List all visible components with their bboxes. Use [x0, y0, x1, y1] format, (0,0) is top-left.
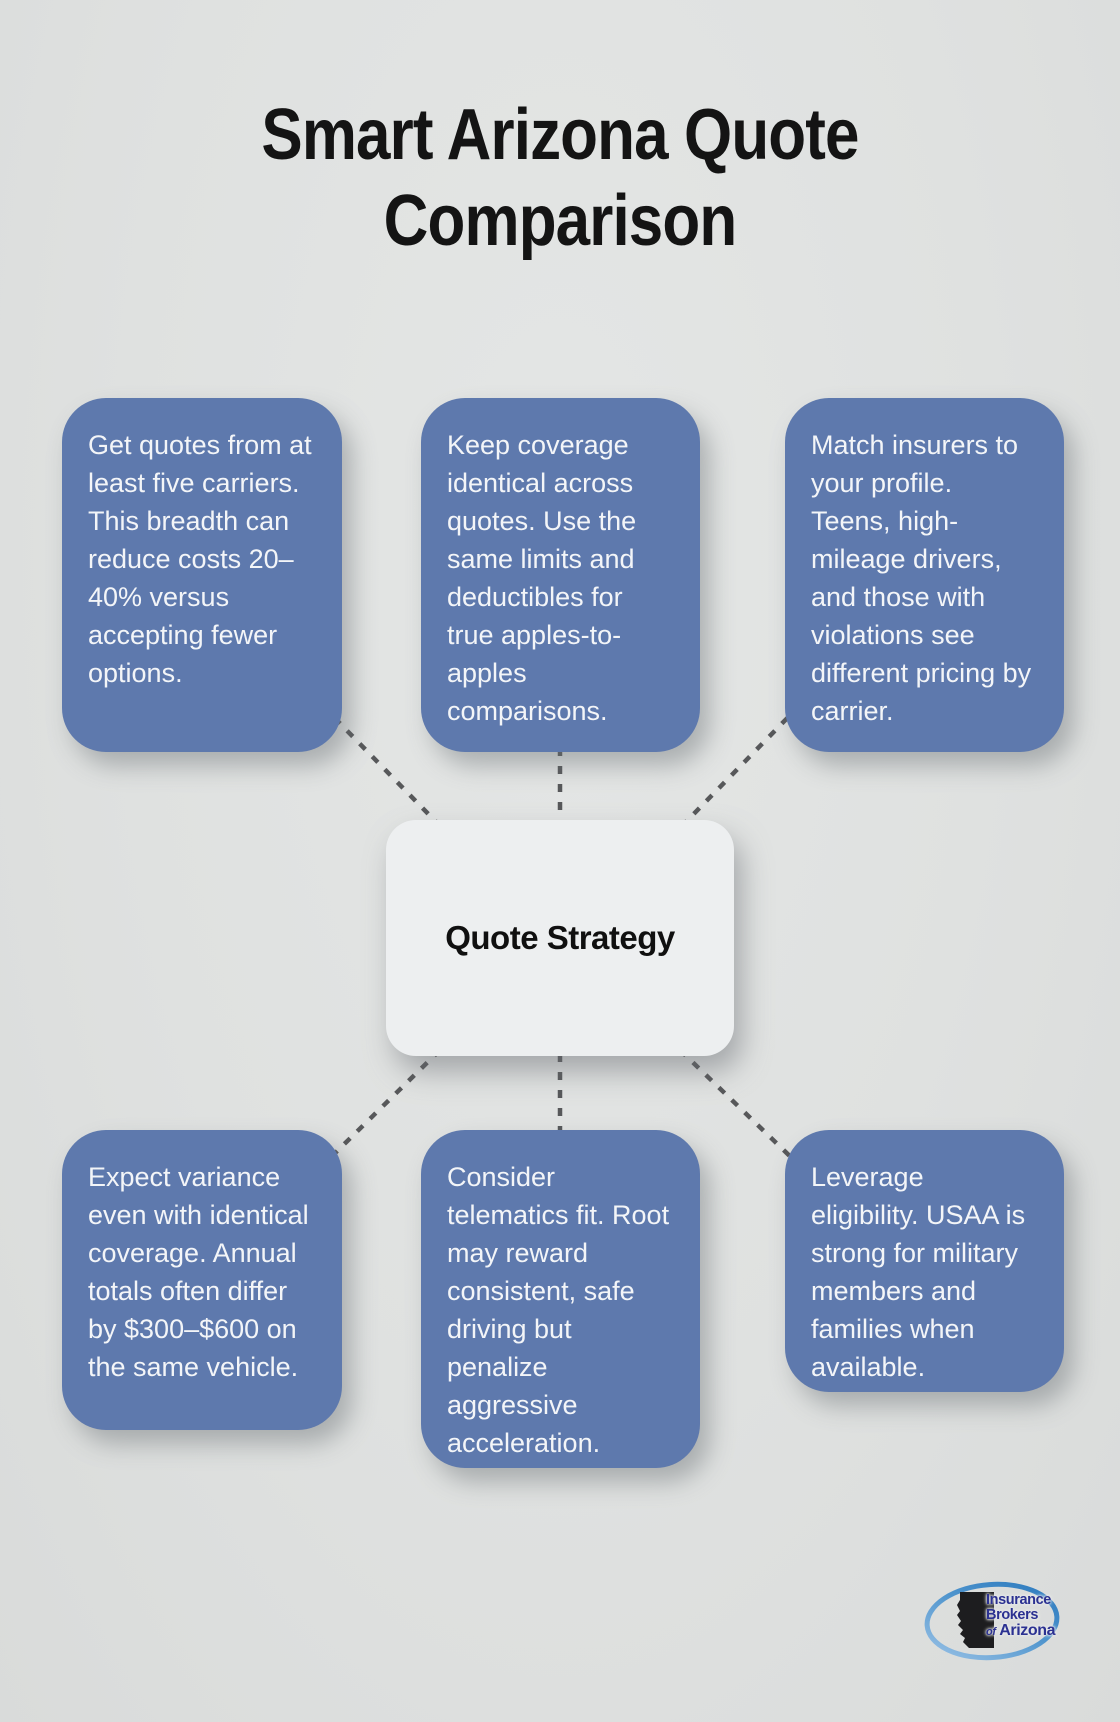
tip-card-text: Get quotes from at least five carriers. … — [88, 430, 312, 688]
central-node: Quote Strategy — [386, 820, 734, 1056]
tip-card-expect-variance: Expect variance even with identical cove… — [62, 1130, 342, 1430]
logo-line-3: of Arizona — [986, 1622, 1056, 1640]
tip-card-text: Consider telematics fit. Root may reward… — [447, 1162, 670, 1458]
page-title: Smart Arizona Quote Comparison — [261, 95, 859, 261]
connector-bottom-right — [678, 1048, 798, 1164]
tip-card-match-insurers: Match insurers to your profile. Teens, h… — [785, 398, 1064, 752]
tip-card-text: Leverage eligibility. USAA is strong for… — [811, 1162, 1026, 1382]
tip-card-telematics: Consider telematics fit. Root may reward… — [421, 1130, 700, 1468]
connector-bottom-left — [324, 1048, 442, 1164]
logo-graphic — [924, 1581, 1060, 1661]
arizona-state-icon — [957, 1592, 994, 1648]
connector-top-right — [678, 703, 802, 830]
logo-ellipse-icon — [924, 1581, 1060, 1661]
logo-wordmark: Insurance Brokers of Arizona — [986, 1592, 1056, 1640]
central-node-label: Quote Strategy — [445, 919, 675, 956]
logo-line-2: Brokers — [986, 1607, 1039, 1623]
insurance-brokers-of-arizona-logo: Insurance Brokers of Arizona — [922, 1580, 1062, 1662]
tip-card-text: Keep coverage identical across quotes. U… — [447, 430, 637, 726]
logo-arizona: Arizona — [999, 1622, 1056, 1639]
tip-card-text: Match insurers to your profile. Teens, h… — [811, 430, 1032, 726]
tip-card-text: Expect variance even with identical cove… — [88, 1162, 309, 1382]
logo-line-1: Insurance — [986, 1592, 1051, 1608]
tip-card-eligibility: Leverage eligibility. USAA is strong for… — [785, 1130, 1064, 1392]
tip-card-get-quotes: Get quotes from at least five carriers. … — [62, 398, 342, 752]
tip-card-keep-coverage: Keep coverage identical across quotes. U… — [421, 398, 700, 752]
logo-of: of — [986, 1626, 996, 1638]
